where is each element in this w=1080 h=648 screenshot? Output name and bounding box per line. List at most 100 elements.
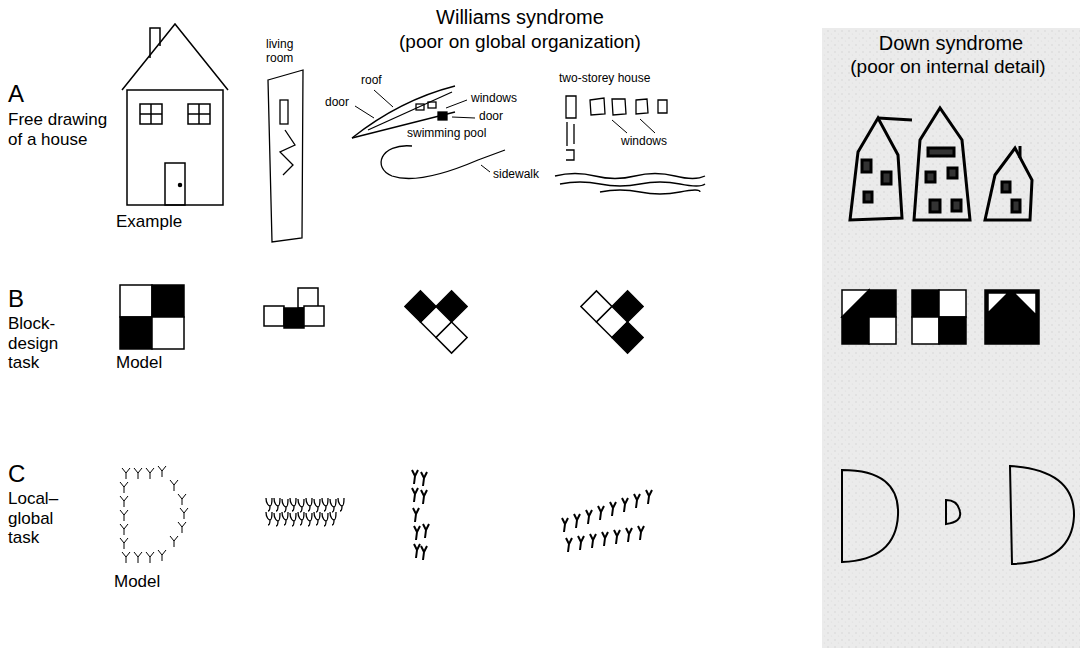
figure-caption: Model xyxy=(116,353,162,373)
williams-local-global-drawing xyxy=(306,498,312,511)
block-model xyxy=(120,285,184,349)
williams-local-global-drawing xyxy=(634,494,640,508)
drawing-annotation: door xyxy=(478,110,504,124)
williams-house-drawing xyxy=(555,174,705,179)
down-house-drawing xyxy=(850,108,1032,220)
local-global-model xyxy=(178,522,186,533)
down-local-global-drawing xyxy=(842,470,898,562)
local-global-model xyxy=(170,480,178,491)
williams-local-global-drawing xyxy=(314,512,320,525)
williams-local-global-drawing xyxy=(586,510,592,524)
down-house-drawing xyxy=(928,148,954,156)
row-letter: C xyxy=(8,460,25,488)
down-block-design xyxy=(842,290,1039,344)
williams-local-global-drawing xyxy=(338,498,344,511)
example-house xyxy=(165,163,185,205)
williams-house-drawing xyxy=(280,130,295,175)
williams-house-drawing xyxy=(566,150,574,160)
williams-block-design xyxy=(581,275,659,353)
drawing-annotation: windows xyxy=(470,92,518,106)
williams-block-design xyxy=(304,306,324,326)
williams-local-global-drawing xyxy=(314,499,320,512)
williams-house-drawing xyxy=(416,104,424,110)
williams-local-global-drawing xyxy=(602,532,608,546)
example-house xyxy=(140,104,162,124)
down-house-drawing xyxy=(1019,146,1022,158)
down-house-drawing xyxy=(1002,182,1010,192)
local-global-model xyxy=(120,496,128,507)
example-house xyxy=(140,104,162,124)
down-panel-ground xyxy=(822,28,1080,648)
williams-house-drawing xyxy=(612,99,626,115)
down-block-design xyxy=(842,290,869,317)
down-local-global-drawing xyxy=(946,500,960,524)
williams-local-global-drawing xyxy=(598,506,604,520)
row-title: Block-design task xyxy=(8,314,82,373)
williams-local-global-drawing xyxy=(574,514,580,528)
block-model xyxy=(152,285,184,317)
down-house-drawing xyxy=(930,200,940,212)
williams-house-drawing xyxy=(268,70,303,242)
williams-house-drawing xyxy=(381,146,505,179)
williams-local-global-drawing xyxy=(423,524,429,538)
down-house-drawing xyxy=(850,118,902,220)
williams-local-global-drawing xyxy=(274,498,280,511)
down-house-drawing xyxy=(914,108,970,220)
williams-local-global-drawing xyxy=(266,498,344,526)
down-house-drawing xyxy=(1012,200,1020,212)
drawing-annotation: door xyxy=(324,96,350,110)
down-local-global-drawing xyxy=(1010,466,1074,564)
williams-house-drawing xyxy=(636,99,648,114)
williams-local-global-drawing xyxy=(421,546,427,560)
figure-caption: Example xyxy=(116,212,182,232)
williams-block-design xyxy=(405,291,436,322)
drawing-annotation: two-storey house xyxy=(558,72,651,86)
williams-local-global-drawing xyxy=(266,498,272,511)
down-house-drawing xyxy=(985,148,1032,220)
local-global-model xyxy=(120,466,188,563)
local-global-model xyxy=(178,494,186,505)
example-house xyxy=(122,24,228,90)
williams-local-global-drawing xyxy=(412,470,429,560)
local-global-model xyxy=(146,552,154,563)
down-block-design xyxy=(912,317,939,344)
williams-local-global-drawing xyxy=(290,513,296,526)
column-subheading: (poor on global organization) xyxy=(350,31,690,53)
williams-local-global-drawing xyxy=(414,544,420,558)
williams-house-drawing xyxy=(612,119,655,133)
williams-local-global-drawing xyxy=(322,513,328,526)
down-block-design xyxy=(869,317,896,344)
example-house xyxy=(188,104,210,124)
figure-caption: Model xyxy=(114,572,160,592)
local-global-model xyxy=(120,538,128,549)
williams-house-drawing xyxy=(658,100,667,113)
williams-block-design xyxy=(284,308,304,328)
williams-local-global-drawing xyxy=(330,512,336,525)
williams-block-design xyxy=(436,322,467,353)
williams-house-drawing xyxy=(268,70,303,242)
williams-local-global-drawing xyxy=(266,512,272,525)
williams-local-global-drawing xyxy=(414,526,420,540)
local-global-model xyxy=(134,468,142,479)
down-block-design xyxy=(939,317,966,344)
williams-local-global-drawing xyxy=(412,488,418,502)
local-global-model xyxy=(120,510,128,521)
williams-local-global-drawing xyxy=(274,513,280,526)
down-house-drawing xyxy=(952,200,961,211)
drawing-annotation: living room xyxy=(266,38,318,66)
williams-local-global-drawing xyxy=(566,538,572,552)
williams-local-global-drawing xyxy=(578,536,584,550)
down-block-design xyxy=(842,317,869,344)
williams-local-global-drawing xyxy=(610,502,616,516)
example-house xyxy=(122,24,228,205)
down-house-drawing xyxy=(878,118,912,120)
williams-local-global-drawing xyxy=(282,512,288,525)
down-block-design xyxy=(869,290,896,317)
drawing-annotation: roof xyxy=(360,74,383,88)
williams-local-global-drawing xyxy=(298,499,304,512)
williams-local-global-drawing xyxy=(282,499,288,512)
example-house xyxy=(188,104,210,124)
williams-local-global-drawing xyxy=(322,498,328,511)
williams-local-global-drawing xyxy=(412,470,418,484)
block-model xyxy=(120,285,152,317)
